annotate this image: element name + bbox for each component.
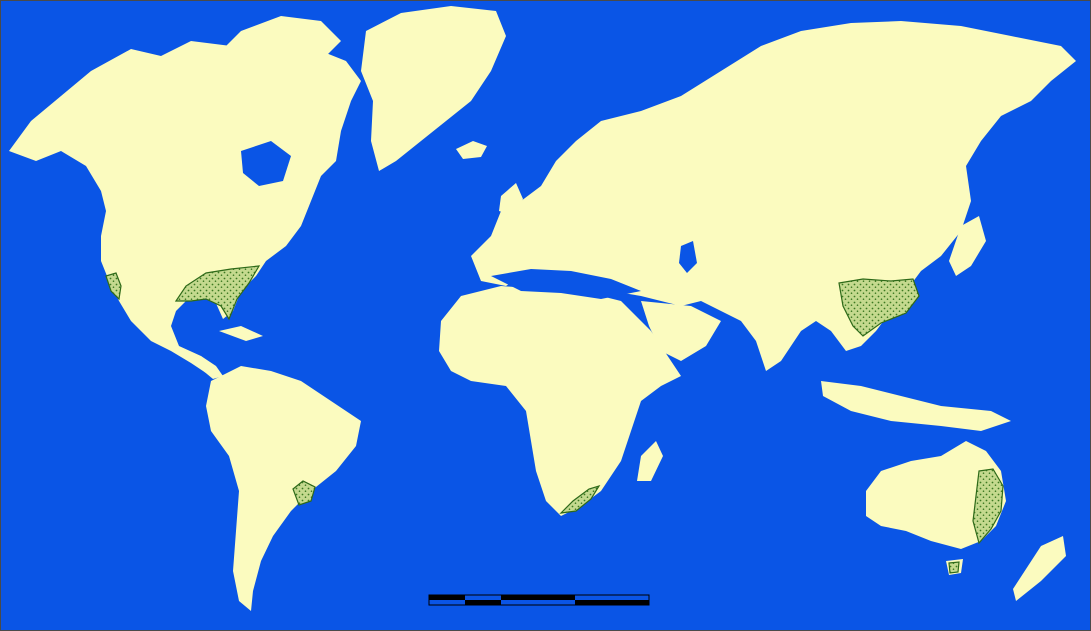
scale-bar-segment [429, 595, 465, 600]
landmass-japan[interactable] [949, 216, 986, 276]
landmass-british-isles[interactable] [499, 183, 523, 215]
hudson-bay [241, 141, 291, 186]
landmass-iceland[interactable] [456, 141, 487, 159]
landmass-north-america[interactable] [9, 31, 361, 373]
region-eastern-australia[interactable] [972, 468, 1004, 545]
inland-water [241, 141, 697, 299]
landmass-arctic-islands[interactable] [211, 16, 341, 91]
caspian-sea [679, 241, 697, 273]
landmass-africa[interactable] [439, 286, 681, 516]
mediterranean-sea [491, 269, 641, 299]
region-southeast-africa[interactable] [559, 484, 601, 514]
region-southeast-south-america[interactable] [292, 480, 316, 506]
region-southeast-north-america[interactable] [174, 265, 261, 321]
scale-bar-segment [465, 600, 501, 605]
landmass-greenland[interactable] [361, 6, 506, 171]
scale-bar [428, 594, 650, 606]
landmass-central-america[interactable] [201, 356, 223, 379]
landmass-new-zealand[interactable] [1013, 536, 1066, 601]
scale-bar-segment [501, 595, 575, 600]
scale-bar-segment [575, 600, 649, 605]
landmass-southeast-asia-islands[interactable] [821, 381, 1011, 431]
landmass-cuba[interactable] [219, 326, 263, 341]
landmass-south-america[interactable] [206, 366, 361, 611]
landmass-australia[interactable] [866, 441, 1006, 549]
region-southeast-china[interactable] [838, 278, 920, 337]
landmass-madagascar[interactable] [637, 441, 663, 481]
region-baja-california[interactable] [105, 272, 122, 301]
highlighted-regions [105, 265, 1004, 574]
region-tasmania[interactable] [948, 561, 960, 574]
